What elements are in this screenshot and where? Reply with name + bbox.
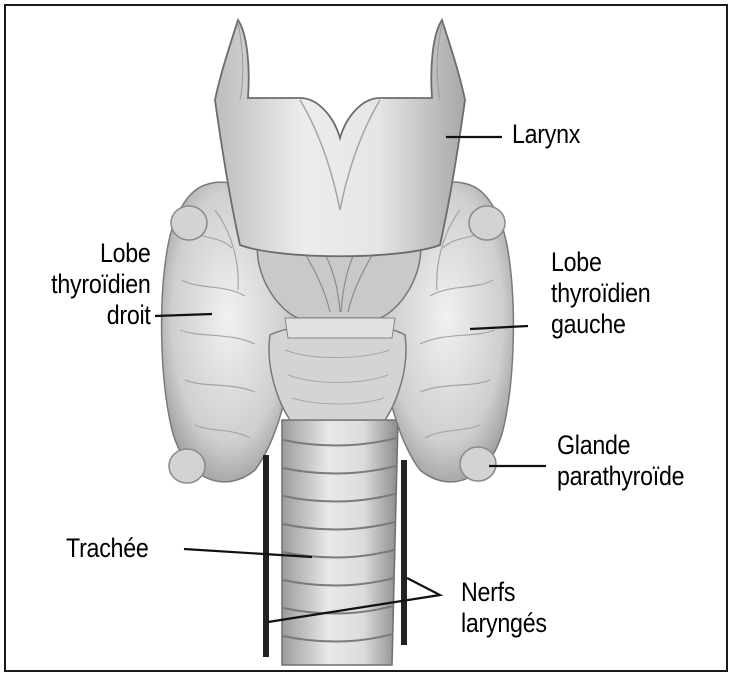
- label-nerves: Nerfs laryngés: [461, 577, 547, 639]
- larynx-shape: [215, 20, 465, 256]
- label-lobe-left: Lobe thyroïdien gauche: [551, 247, 650, 340]
- label-larynx: Larynx: [512, 119, 580, 150]
- label-lobe-right: Lobe thyroïdien droit: [52, 238, 151, 331]
- parathyroid-lower-left: [460, 447, 496, 481]
- parathyroid-upper-right: [171, 206, 207, 240]
- label-trachea: Trachée: [66, 533, 149, 564]
- parathyroid-upper-left: [469, 206, 505, 240]
- label-parathyroid: Glande parathyroïde: [557, 430, 684, 492]
- parathyroid-lower-right: [169, 449, 205, 483]
- trachea-shape: [282, 420, 398, 665]
